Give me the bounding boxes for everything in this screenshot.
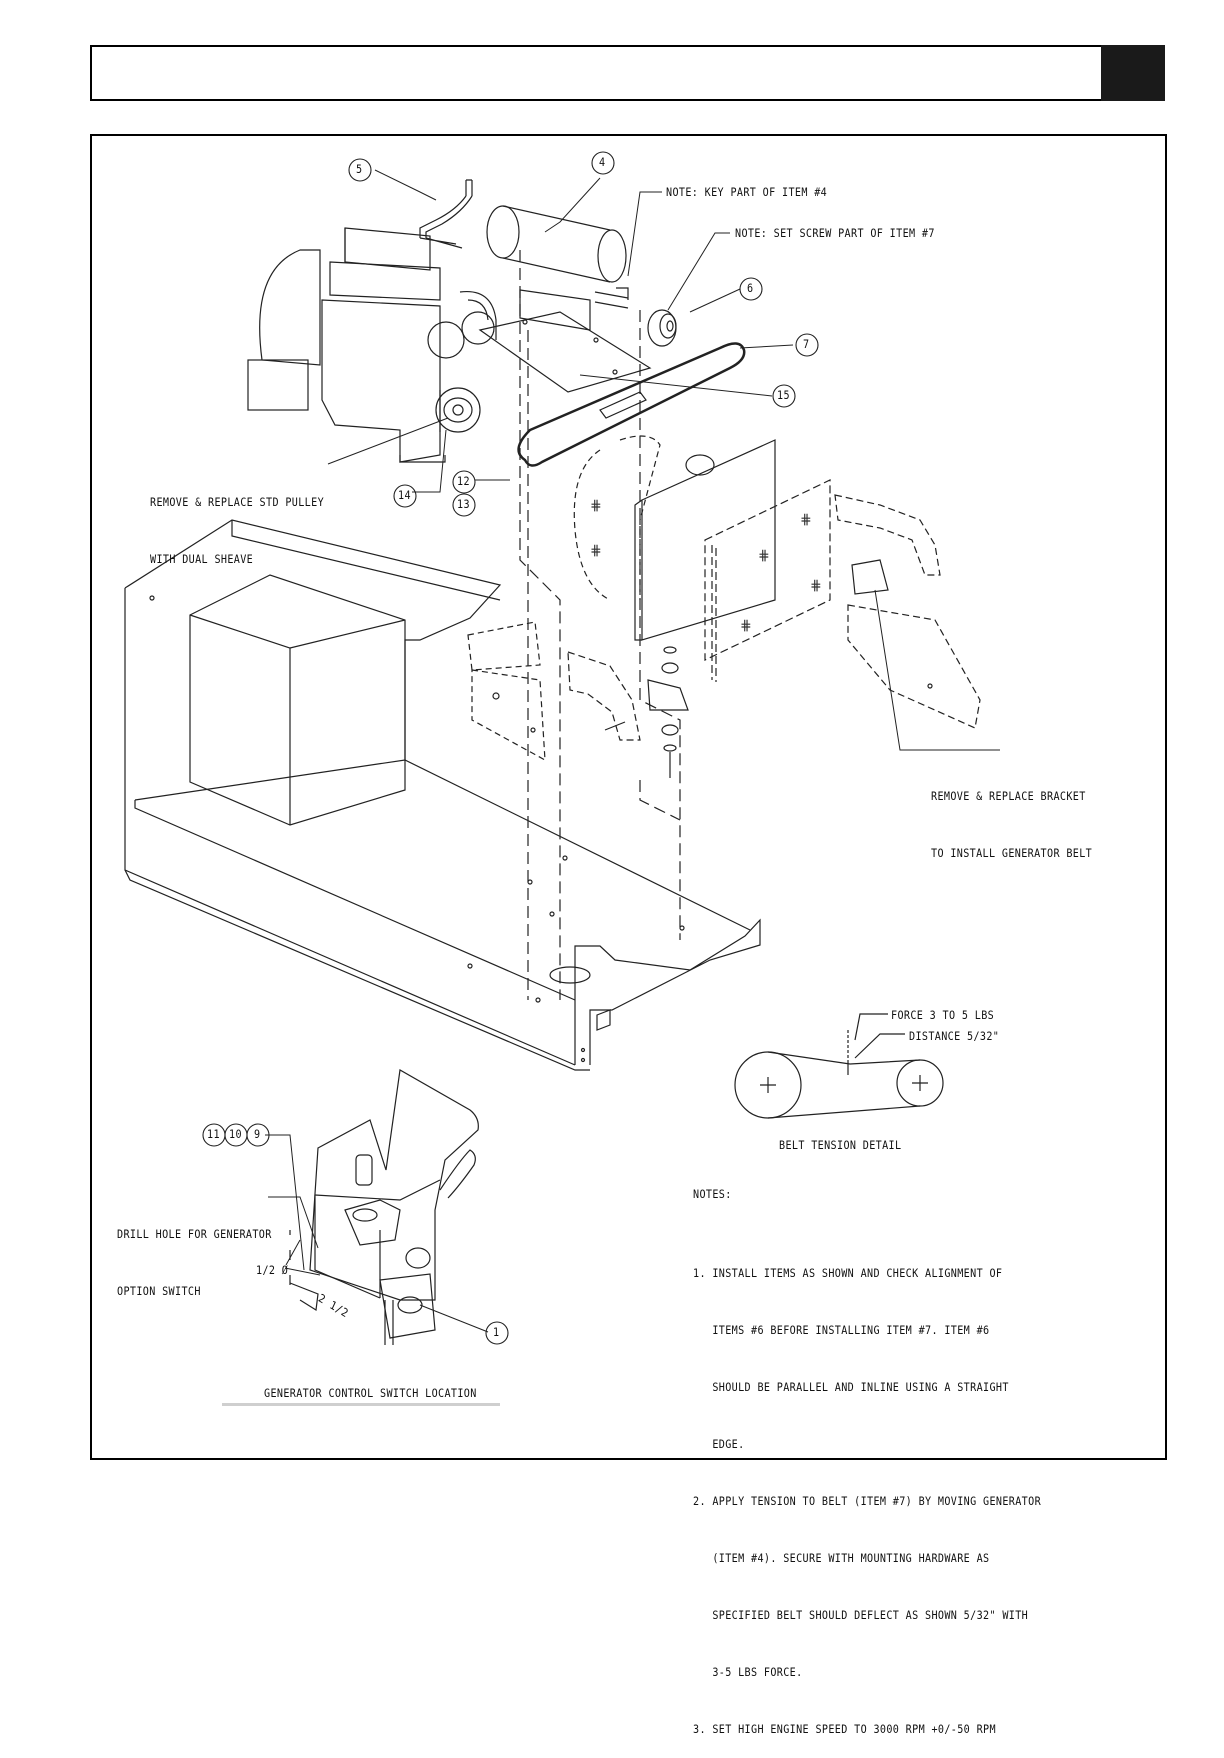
callout-item-11: 11 bbox=[207, 1127, 220, 1141]
bracket-dashed-outline bbox=[619, 435, 661, 600]
notes-list: 1. INSTALL ITEMS AS SHOWN AND CHECK ALIG… bbox=[693, 1226, 1041, 1758]
note-line: EDGE. bbox=[693, 1437, 745, 1451]
exploded-assembly-drawing: ⋕ ⋕ ⋕ ⋕ ⋕ ⋕ bbox=[124, 151, 1000, 1406]
plate-hole bbox=[593, 337, 599, 343]
pulley-note-line: REMOVE & REPLACE STD PULLEY bbox=[150, 495, 325, 509]
leader-lines bbox=[265, 169, 794, 1333]
pulley-illustration bbox=[647, 309, 677, 347]
radiator-illustration: ⋕ ⋕ ⋕ ⋕ ⋕ ⋕ bbox=[590, 439, 831, 682]
plate-hole bbox=[612, 369, 618, 375]
switch-location-caption: GENERATOR CONTROL SWITCH LOCATION bbox=[264, 1386, 477, 1400]
callout-item-10: 10 bbox=[229, 1127, 242, 1141]
callout-item-6: 6 bbox=[747, 281, 754, 295]
caption-underline bbox=[222, 1403, 500, 1406]
callout-item-15: 15 bbox=[777, 388, 790, 402]
bracket-dashed-outline bbox=[573, 449, 611, 601]
belt-tension-detail-drawing bbox=[734, 1013, 944, 1119]
key-part-note: NOTE: KEY PART OF ITEM #4 bbox=[666, 185, 828, 199]
bracket-note-line: REMOVE & REPLACE BRACKET bbox=[931, 789, 1086, 803]
control-switch-illustration bbox=[289, 1069, 479, 1345]
svg-text:⋕: ⋕ bbox=[810, 578, 822, 594]
mounting-plate-illustration bbox=[478, 311, 652, 393]
left-bracket-illustration bbox=[467, 621, 546, 762]
notes-heading: NOTES: bbox=[693, 1187, 732, 1201]
callout-item-14: 14 bbox=[398, 488, 411, 502]
drawing-frame bbox=[90, 134, 1167, 1460]
svg-text:⋕: ⋕ bbox=[740, 618, 752, 634]
force-label: FORCE 3 TO 5 LBS bbox=[891, 1008, 995, 1022]
plate-hole bbox=[522, 319, 528, 325]
distance-label: DISTANCE 5/32" bbox=[909, 1029, 1000, 1043]
svg-text:⋕: ⋕ bbox=[758, 548, 770, 564]
svg-text:⋕: ⋕ bbox=[590, 498, 602, 514]
belt-clip bbox=[599, 391, 647, 419]
callout-item-1: 1 bbox=[493, 1325, 500, 1339]
callout-item-4: 4 bbox=[599, 155, 606, 169]
note-line: (ITEM #4). SECURE WITH MOUNTING HARDWARE… bbox=[693, 1551, 990, 1565]
note-line: 3-5 LBS FORCE. bbox=[693, 1665, 803, 1679]
note-line: SHOULD BE PARALLEL AND INLINE USING A ST… bbox=[693, 1380, 1009, 1394]
svg-text:⋕: ⋕ bbox=[590, 543, 602, 559]
note-line: 3. SET HIGH ENGINE SPEED TO 3000 RPM +0/… bbox=[693, 1722, 996, 1736]
mount-hardware-illustration bbox=[567, 646, 689, 778]
belt-illustration bbox=[517, 342, 746, 467]
callout-item-13: 13 bbox=[457, 497, 470, 511]
note-line: SPECIFIED BELT SHOULD DEFLECT AS SHOWN 5… bbox=[693, 1608, 1029, 1622]
drill-hole-note: DRILL HOLE FOR GENERATOR OPTION SWITCH bbox=[117, 1187, 272, 1320]
chassis-base-illustration bbox=[124, 519, 761, 1071]
svg-text:⋕: ⋕ bbox=[800, 512, 812, 528]
bracket-note-line: TO INSTALL GENERATOR BELT bbox=[931, 846, 1093, 860]
note-line: 1. INSTALL ITEMS AS SHOWN AND CHECK ALIG… bbox=[693, 1266, 1003, 1280]
drill-hole-note-line: DRILL HOLE FOR GENERATOR bbox=[117, 1227, 272, 1241]
engine-illustration bbox=[247, 227, 497, 463]
set-screw-note: NOTE: SET SCREW PART OF ITEM #7 bbox=[735, 226, 935, 240]
belt-tension-detail-caption: BELT TENSION DETAIL bbox=[779, 1138, 902, 1152]
right-bracket-illustration bbox=[834, 494, 1000, 751]
pulley-note: REMOVE & REPLACE STD PULLEY WITH DUAL SH… bbox=[150, 455, 324, 588]
pulley-note-line: WITH DUAL SHEAVE bbox=[150, 552, 254, 566]
hole-diameter-dimension: 1/2 Ø bbox=[256, 1263, 289, 1277]
item-callout-circles bbox=[202, 151, 819, 1345]
alignment-dashed-lines bbox=[519, 250, 681, 1000]
note-line: 2. APPLY TENSION TO BELT (ITEM #7) BY MO… bbox=[693, 1494, 1042, 1508]
wire-harness-illustration bbox=[419, 179, 473, 249]
callout-item-9: 9 bbox=[254, 1127, 261, 1141]
drill-hole-note-line: OPTION SWITCH bbox=[117, 1284, 201, 1298]
bracket-note: REMOVE & REPLACE BRACKET TO INSTALL GENE… bbox=[931, 749, 1092, 882]
generator-illustration bbox=[486, 205, 629, 331]
note-line: ITEMS #6 BEFORE INSTALLING ITEM #7. ITEM… bbox=[693, 1323, 990, 1337]
callout-item-7: 7 bbox=[803, 337, 810, 351]
callout-item-5: 5 bbox=[356, 162, 363, 176]
page-header-tab bbox=[1101, 45, 1165, 101]
callout-item-12: 12 bbox=[457, 474, 470, 488]
